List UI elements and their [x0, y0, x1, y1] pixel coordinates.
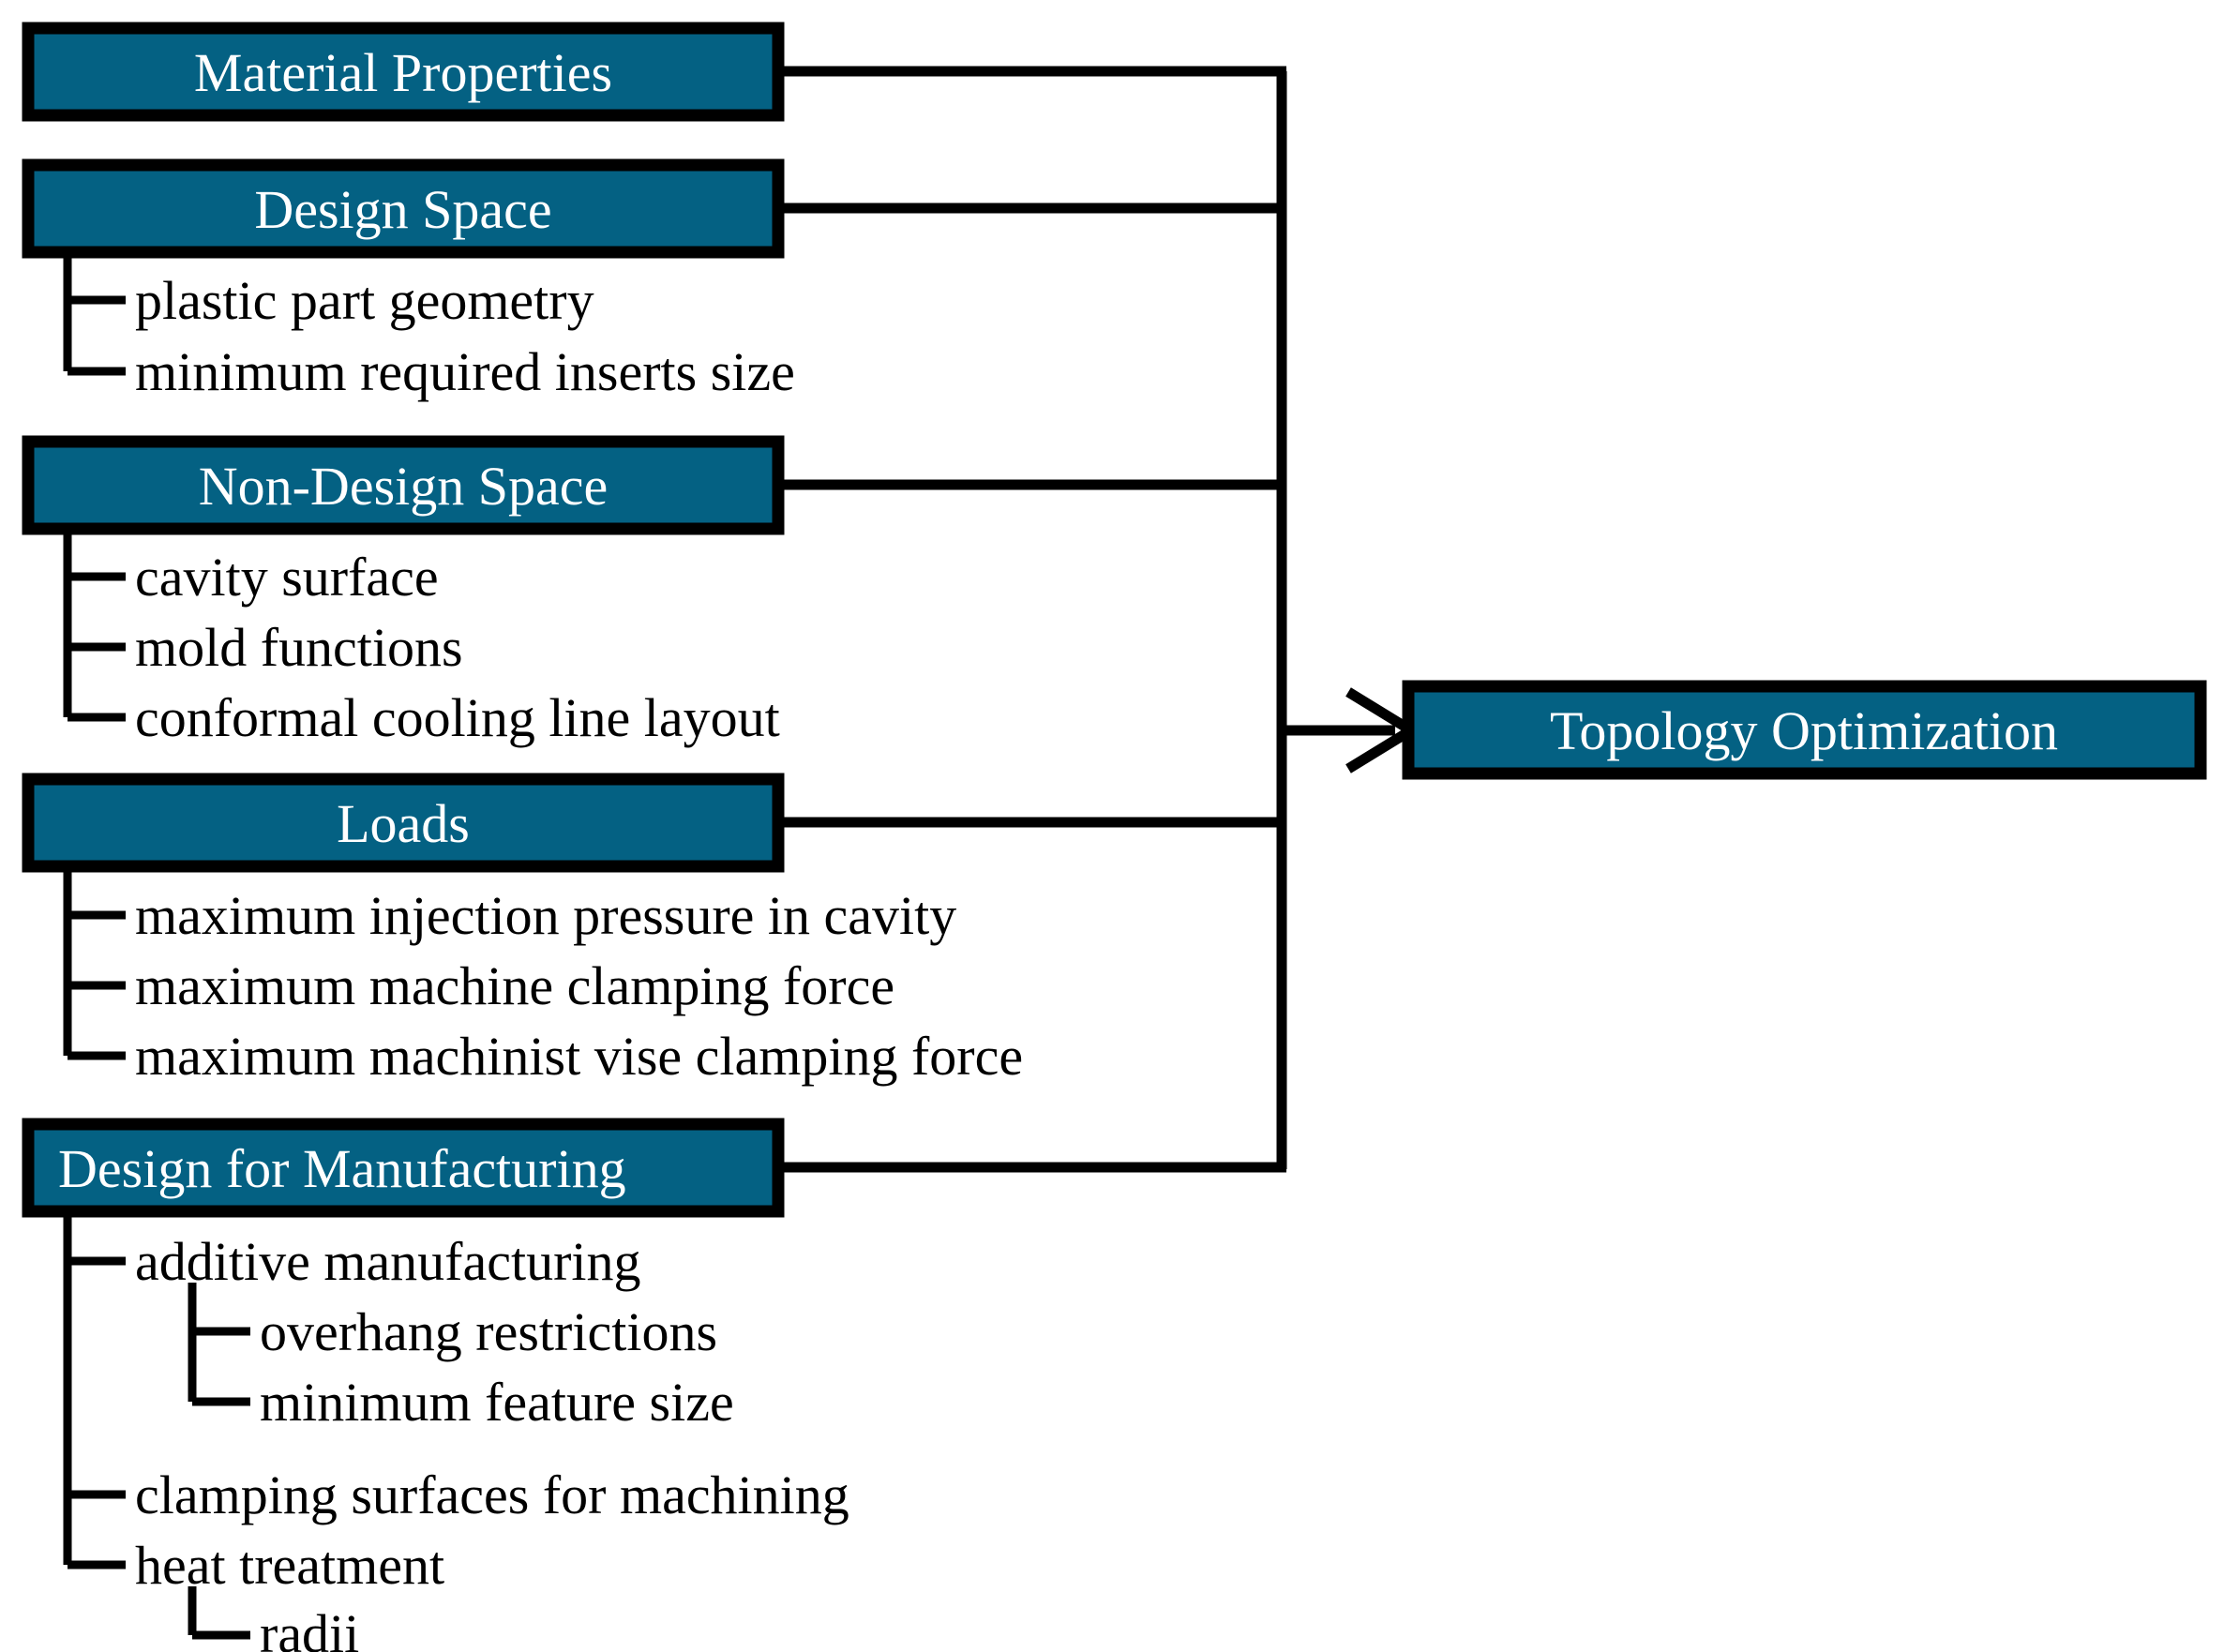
node-non-design-space-label: Non-Design Space	[199, 456, 609, 517]
tree-item-mold-functions: mold functions	[135, 617, 463, 678]
node-design-for-manufacturing[interactable]: Design for Manufacturing	[22, 1118, 785, 1218]
tree-item-cavity-surface: cavity surface	[135, 547, 439, 608]
node-topology-optimization-label: Topology Optimization	[1550, 700, 2058, 761]
tree-non-design-space: cavity surface mold functions conformal …	[63, 529, 780, 748]
node-design-space-label: Design Space	[254, 179, 551, 240]
tree-item-overhang-restrictions: overhang restrictions	[260, 1301, 717, 1362]
tree-item-maximum-machinist-vise-clamping-force: maximum machinist vise clamping force	[135, 1026, 1023, 1087]
node-loads-label: Loads	[337, 793, 470, 854]
connector-bus	[778, 66, 1421, 1173]
tree-item-clamping-surfaces-for-machining: clamping surfaces for machining	[135, 1464, 849, 1525]
node-topology-optimization[interactable]: Topology Optimization	[1402, 680, 2207, 780]
tree-item-radii: radii	[260, 1603, 359, 1652]
tree-item-heat-treatment: heat treatment	[135, 1535, 444, 1596]
node-material-properties[interactable]: Material Properties	[22, 22, 785, 122]
node-non-design-space[interactable]: Non-Design Space	[22, 435, 785, 535]
tree-design-for-manufacturing: additive manufacturing clamping surfaces…	[63, 1211, 849, 1652]
node-design-for-manufacturing-label: Design for Manufacturing	[58, 1138, 626, 1199]
node-design-space[interactable]: Design Space	[22, 158, 785, 259]
tree-item-additive-manufacturing: additive manufacturing	[135, 1231, 641, 1292]
tree-item-minimum-required-inserts-size: minimum required inserts size	[135, 341, 795, 402]
node-material-properties-box[interactable]	[22, 22, 785, 122]
node-non-design-space-box[interactable]	[22, 435, 785, 535]
tree-item-conformal-cooling-line-layout: conformal cooling line layout	[135, 687, 780, 748]
node-design-space-box[interactable]	[22, 158, 785, 259]
node-topology-optimization-box[interactable]	[1402, 680, 2207, 780]
tree-item-minimum-feature-size: minimum feature size	[260, 1372, 734, 1433]
tree-item-maximum-machine-clamping-force: maximum machine clamping force	[135, 955, 894, 1016]
tree-loads: maximum injection pressure in cavity max…	[63, 866, 1023, 1087]
tree-item-plastic-part-geometry: plastic part geometry	[135, 270, 594, 331]
tree-item-maximum-injection-pressure-in-cavity: maximum injection pressure in cavity	[135, 885, 956, 946]
node-loads-box[interactable]	[22, 773, 785, 873]
tree-design-space: plastic part geometry minimum required i…	[63, 252, 795, 402]
node-design-for-manufacturing-box[interactable]	[22, 1118, 785, 1218]
node-loads[interactable]: Loads	[22, 773, 785, 873]
node-material-properties-label: Material Properties	[194, 42, 612, 103]
